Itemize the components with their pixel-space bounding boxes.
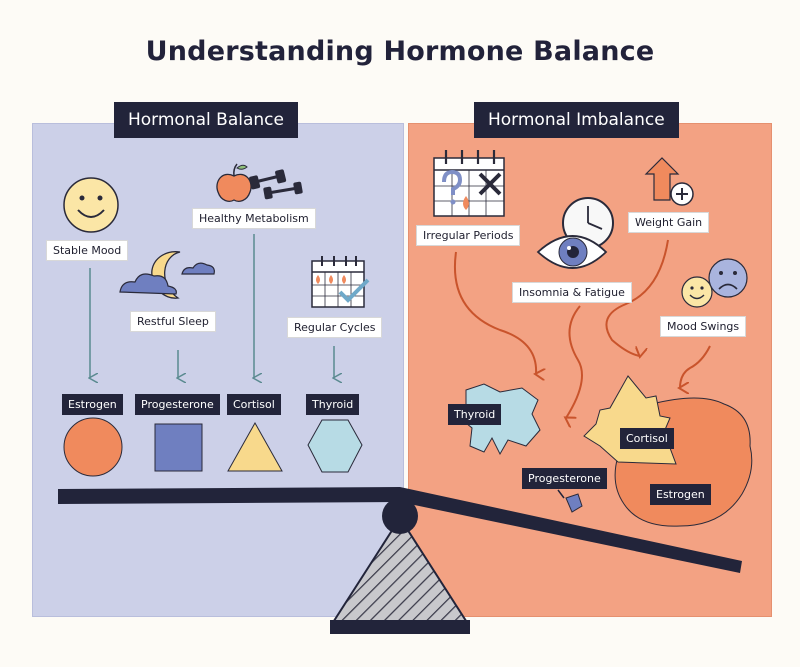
label-insomnia-fatigue: Insomnia & Fatigue (512, 282, 632, 303)
label-irregular-periods: Irregular Periods (416, 225, 521, 246)
sad-face-icon (708, 258, 748, 298)
arrow-periods-thyroid (454, 251, 536, 374)
tag-cortisol: Cortisol (227, 394, 281, 415)
label-healthy-metabolism: Healthy Metabolism (192, 208, 316, 229)
dumbbell-icon (249, 169, 303, 200)
label-mood-swings: Mood Swings (660, 316, 747, 337)
arrow-insomnia-progesterone (566, 305, 583, 418)
estrogen-circle (63, 417, 123, 477)
tag-progesterone: Progesterone (135, 394, 220, 415)
calendar-check-icon (311, 256, 370, 308)
cortisol-triangle (227, 421, 283, 472)
tag-thyroid: Thyroid (306, 394, 360, 415)
page-title: Understanding Hormone Balance (145, 36, 655, 67)
thyroid-hexagon (307, 419, 363, 473)
tired-eye-icon (536, 235, 608, 269)
imbalance-header: Hormonal Imbalance (474, 102, 679, 138)
tag-imbalance-estrogen: Estrogen (650, 484, 711, 505)
tag-imbalance-cortisol: Cortisol (620, 428, 674, 449)
weight-up-arrow-icon (644, 157, 694, 206)
seesaw-base (330, 620, 470, 634)
progesterone-small-square (565, 493, 583, 513)
seesaw-pivot (382, 498, 418, 534)
progesterone-square (154, 423, 203, 472)
progesterone-arrow (557, 489, 565, 499)
cortisol-distorted-triangle (583, 375, 677, 465)
apple-icon (216, 163, 252, 202)
arrow-mood-estrogen (680, 345, 711, 388)
arrow-weight-cortisol (605, 239, 669, 356)
moon-clouds-icon (119, 251, 215, 299)
label-stable-mood: Stable Mood (46, 240, 129, 261)
happy-face-icon (681, 276, 713, 308)
label-weight-gain: Weight Gain (628, 212, 710, 233)
label-restful-sleep: Restful Sleep (130, 311, 216, 332)
tag-imbalance-thyroid: Thyroid (448, 404, 502, 425)
seesaw-beam (58, 487, 742, 573)
label-regular-cycles: Regular Cycles (287, 317, 383, 338)
calendar-x-icon (433, 150, 505, 217)
tag-estrogen: Estrogen (62, 394, 123, 415)
smiley-face-icon (63, 177, 119, 233)
balance-header: Hormonal Balance (114, 102, 298, 138)
tag-imbalance-progesterone: Progesterone (522, 468, 607, 489)
